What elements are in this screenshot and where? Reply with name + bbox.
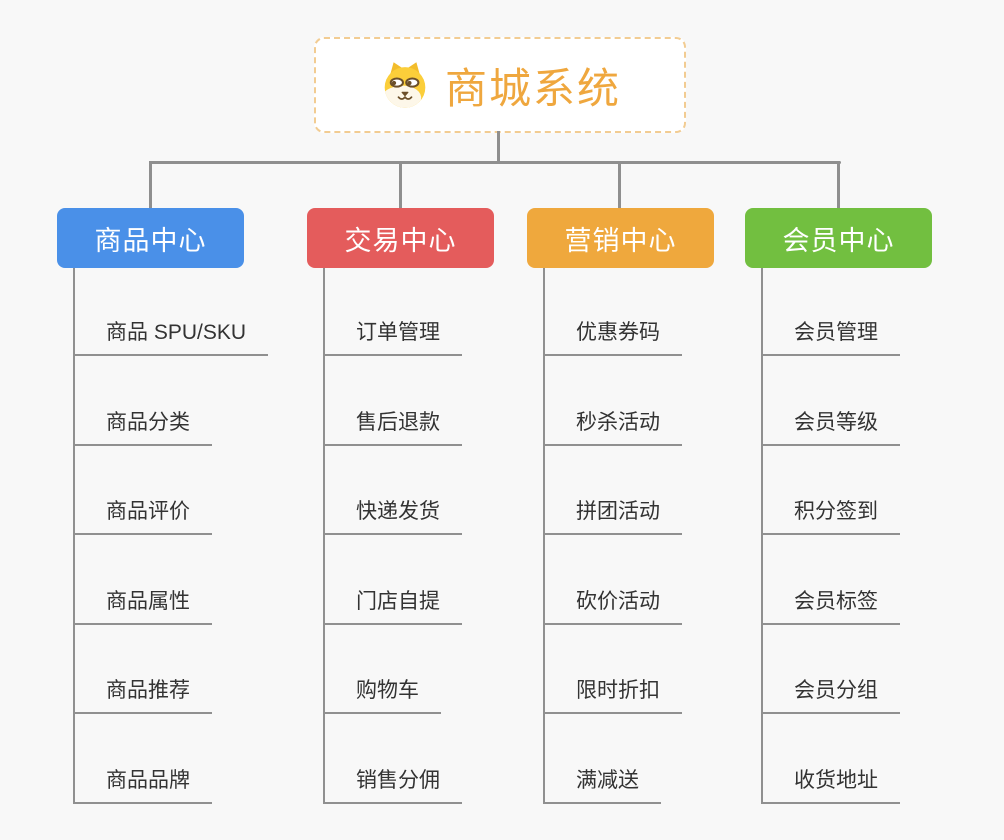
leaf-node[interactable]: 限时折扣 — [543, 676, 682, 714]
branch-connector-line — [761, 268, 763, 804]
leaf-label: 砍价活动 — [576, 589, 660, 613]
leaf-node[interactable]: 商品推荐 — [73, 676, 212, 714]
root-title: 商城系统 — [444, 64, 621, 112]
leaf-node[interactable]: 满减送 — [543, 766, 661, 804]
leaf-node[interactable]: 会员管理 — [761, 318, 900, 356]
leaf-label: 商品属性 — [106, 589, 190, 613]
leaf-node[interactable]: 拼团活动 — [543, 497, 682, 535]
leaf-label: 购物车 — [356, 679, 419, 702]
branch-header[interactable]: 营销中心 — [527, 208, 714, 268]
leaf-node[interactable]: 商品分类 — [73, 408, 212, 446]
leaf-label: 商品分类 — [106, 410, 190, 434]
leaf-label: 优惠券码 — [576, 321, 660, 344]
leaf-node[interactable]: 门店自提 — [323, 587, 462, 625]
branch-connector-line — [323, 268, 325, 804]
leaf-node[interactable]: 快递发货 — [323, 497, 462, 535]
leaf-label: 商品推荐 — [106, 679, 190, 702]
branch-1: 商品中心 商品 SPU/SKU 商品分类 商品评价 商品属性 商品推荐 商品品牌 — [57, 208, 307, 804]
branch-header[interactable]: 交易中心 — [307, 208, 494, 268]
leaf-node[interactable]: 商品 SPU/SKU — [73, 318, 269, 356]
leaf-node[interactable]: 积分签到 — [761, 497, 900, 535]
leaf-label: 秒杀活动 — [576, 410, 660, 434]
branch-connector-line — [543, 268, 545, 804]
connector-drop-3 — [618, 161, 621, 208]
connector-drop-1 — [149, 161, 152, 208]
leaf-node[interactable]: 商品评价 — [73, 497, 212, 535]
leaf-node[interactable]: 秒杀活动 — [543, 408, 682, 446]
root-node[interactable]: 商城系统 — [314, 37, 686, 133]
dog-face-icon — [384, 62, 426, 108]
leaf-label: 商品品牌 — [106, 768, 190, 792]
leaf-node[interactable]: 购物车 — [323, 676, 441, 714]
leaf-node[interactable]: 会员分组 — [761, 676, 900, 714]
leaf-label: 会员分组 — [794, 679, 878, 702]
leaf-label: 限时折扣 — [576, 679, 660, 702]
leaf-label: 拼团活动 — [576, 500, 660, 523]
leaf-node[interactable]: 销售分佣 — [323, 766, 462, 804]
branch-label: 交易中心 — [344, 225, 457, 256]
connector-horizontal-bar — [149, 161, 841, 164]
leaf-label: 收货地址 — [794, 768, 878, 792]
leaf-node[interactable]: 商品属性 — [73, 587, 212, 625]
leaf-label: 快递发货 — [356, 500, 440, 523]
leaf-node[interactable]: 收货地址 — [761, 766, 900, 804]
branch-header[interactable]: 会员中心 — [745, 208, 932, 268]
leaf-node[interactable]: 会员等级 — [761, 408, 900, 446]
leaf-label: 商品评价 — [106, 500, 190, 523]
leaf-label: 积分签到 — [794, 500, 878, 523]
connector-root-stub — [497, 131, 500, 163]
connector-drop-4 — [837, 161, 840, 208]
leaf-label: 会员标签 — [794, 589, 878, 613]
branch-2: 交易中心 订单管理 售后退款 快递发货 门店自提 购物车 销售分佣 — [307, 208, 557, 804]
leaf-label: 门店自提 — [356, 589, 440, 613]
leaf-label: 商品 SPU/SKU — [106, 321, 247, 344]
branch-connector-line — [73, 268, 75, 804]
branch-4: 会员中心 会员管理 会员等级 积分签到 会员标签 会员分组 收货地址 — [745, 208, 995, 804]
branch-label: 商品中心 — [94, 225, 207, 256]
leaf-node[interactable]: 商品品牌 — [73, 766, 212, 804]
leaf-node[interactable]: 售后退款 — [323, 408, 462, 446]
leaf-label: 满减送 — [576, 768, 639, 792]
leaf-label: 销售分佣 — [356, 768, 440, 792]
leaf-node[interactable]: 订单管理 — [323, 318, 462, 356]
leaf-node[interactable]: 会员标签 — [761, 587, 900, 625]
leaf-node[interactable]: 砍价活动 — [543, 587, 682, 625]
leaf-label: 订单管理 — [356, 321, 440, 344]
connector-drop-2 — [399, 161, 402, 208]
leaf-node[interactable]: 优惠券码 — [543, 318, 682, 356]
branch-label: 会员中心 — [782, 225, 895, 256]
leaf-label: 会员等级 — [794, 410, 878, 434]
branch-label: 营销中心 — [564, 225, 677, 256]
leaf-label: 售后退款 — [356, 410, 440, 434]
leaf-label: 会员管理 — [794, 321, 878, 344]
branch-header[interactable]: 商品中心 — [57, 208, 244, 268]
branch-3: 营销中心 优惠券码 秒杀活动 拼团活动 砍价活动 限时折扣 满减送 — [527, 208, 777, 804]
